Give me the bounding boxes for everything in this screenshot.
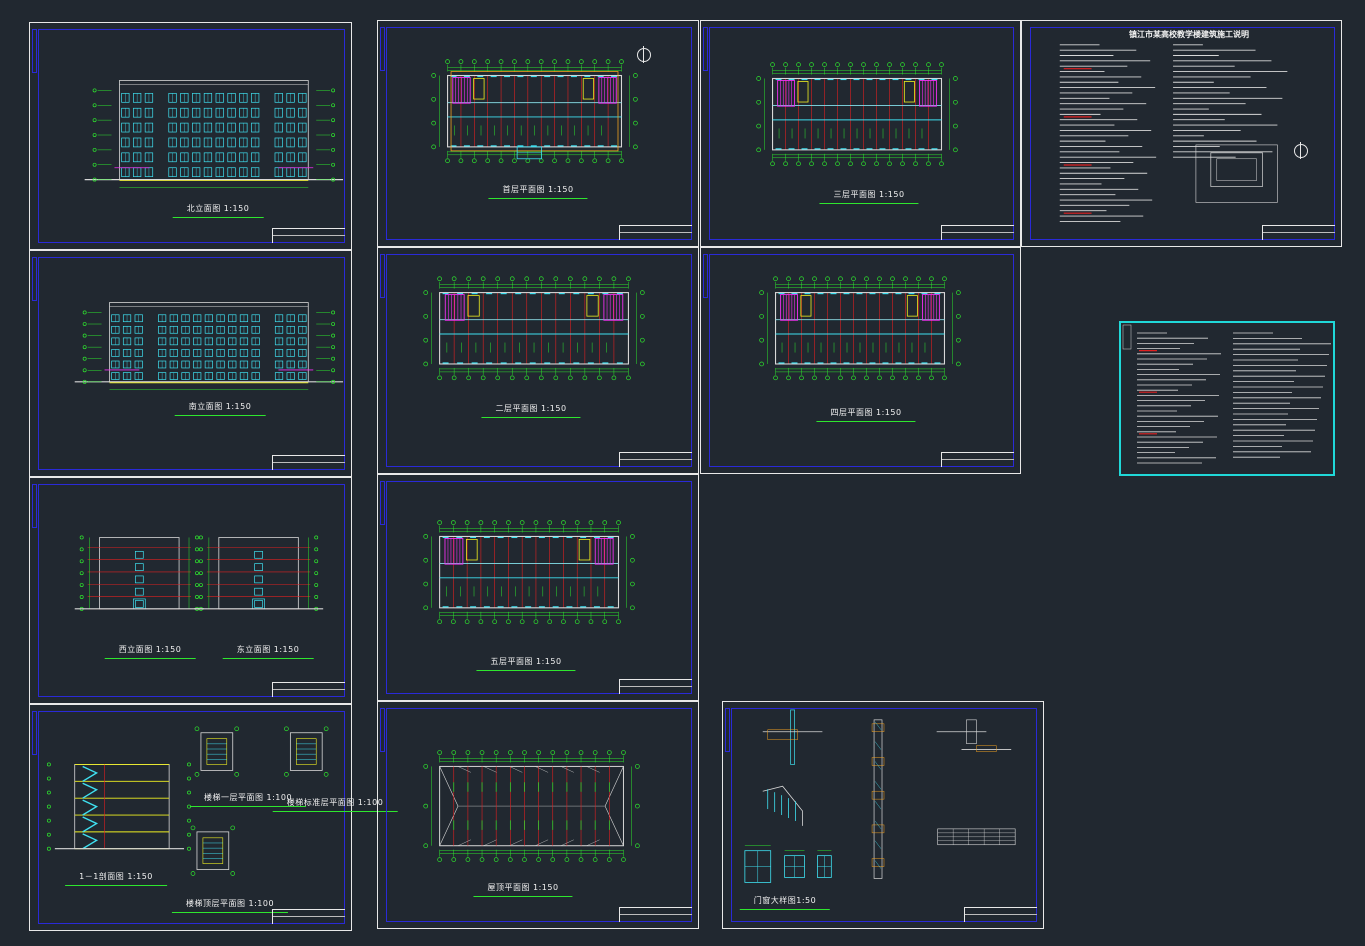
title-block <box>272 909 345 924</box>
sheet-roof-plan: 屋顶平面图 1:150 <box>377 701 699 929</box>
sheet-south-elevation: 南立面图 1:150 <box>29 250 352 477</box>
sheet-plan-2: 二层平面图 1:150 <box>377 247 699 474</box>
sheet-construction-notes: 镇江市某高校教学楼建筑施工说明 <box>1021 20 1342 247</box>
sheet-north-elevation: 北立面图 1:150 <box>29 22 352 250</box>
plan-3-drawing <box>756 62 958 167</box>
roof-plan-caption: 屋顶平面图 1:150 <box>473 883 573 897</box>
plan-3-caption: 三层平面图 1:150 <box>819 190 919 204</box>
title-block <box>272 455 345 470</box>
plan-1-caption: 首层平面图 1:150 <box>488 185 588 199</box>
title-block <box>941 452 1014 467</box>
stair-standard-floor-caption: 楼梯标准层平面图 1:100 <box>272 798 397 812</box>
details-caption: 门窗大样图1:50 <box>739 896 831 910</box>
side-elevations-drawing <box>74 535 324 611</box>
sheet-section-stairs: 1－1剖面图 1:150 楼梯一层平面图 1:100 楼梯标准层平面图 1:10… <box>29 704 397 931</box>
plan-4-drawing <box>759 276 961 381</box>
sheet-door-window-details: 门窗大样图1:50 <box>722 701 1044 929</box>
plan-5-caption: 五层平面图 1:150 <box>476 657 576 671</box>
notes-title: 镇江市某高校教学楼建筑施工说明 <box>1129 30 1249 39</box>
notes-preview-panel <box>1119 321 1335 476</box>
title-block <box>964 907 1037 922</box>
title-block <box>272 228 345 243</box>
south-elevation-caption: 南立面图 1:150 <box>174 402 265 416</box>
title-block <box>1262 225 1335 240</box>
notes-drawing <box>1059 44 1288 222</box>
north-elevation-drawing <box>84 80 344 188</box>
east-elevation-caption: 东立面图 1:150 <box>222 645 313 659</box>
roof-plan-drawing <box>423 750 640 862</box>
sheet-plan-4: 四层平面图 1:150 <box>700 247 1021 474</box>
plan-5-drawing <box>423 520 635 625</box>
title-block <box>941 225 1014 240</box>
title-block <box>619 452 692 467</box>
south-elevation-drawing <box>74 302 344 391</box>
title-block <box>619 225 692 240</box>
north-elevation-caption: 北立面图 1:150 <box>172 204 263 218</box>
plan-4-caption: 四层平面图 1:150 <box>816 408 916 422</box>
title-block <box>619 679 692 694</box>
section-stairs-drawing <box>46 726 329 876</box>
sheet-side-elevations: 西立面图 1:150 东立面图 1:150 <box>29 477 352 704</box>
north-arrow-icon <box>1294 142 1308 159</box>
west-elevation-caption: 西立面图 1:150 <box>104 645 195 659</box>
section-caption: 1－1剖面图 1:150 <box>65 872 167 886</box>
details-drawing <box>744 709 1016 883</box>
plan-1-drawing <box>431 59 638 164</box>
notes-preview-drawing <box>1122 324 1331 464</box>
title-block <box>619 907 692 922</box>
title-block <box>272 682 345 697</box>
stair-top-floor-caption: 楼梯顶层平面图 1:100 <box>171 899 289 913</box>
north-arrow-icon <box>637 46 651 63</box>
plan-2-drawing <box>423 276 645 381</box>
sheet-plan-3: 三层平面图 1:150 <box>700 20 1021 247</box>
sheet-plan-1: 首层平面图 1:150 <box>377 20 699 247</box>
sheet-plan-5: 五层平面图 1:150 <box>377 474 699 701</box>
stair-first-floor-caption: 楼梯一层平面图 1:100 <box>189 793 307 807</box>
plan-2-caption: 二层平面图 1:150 <box>481 404 581 418</box>
